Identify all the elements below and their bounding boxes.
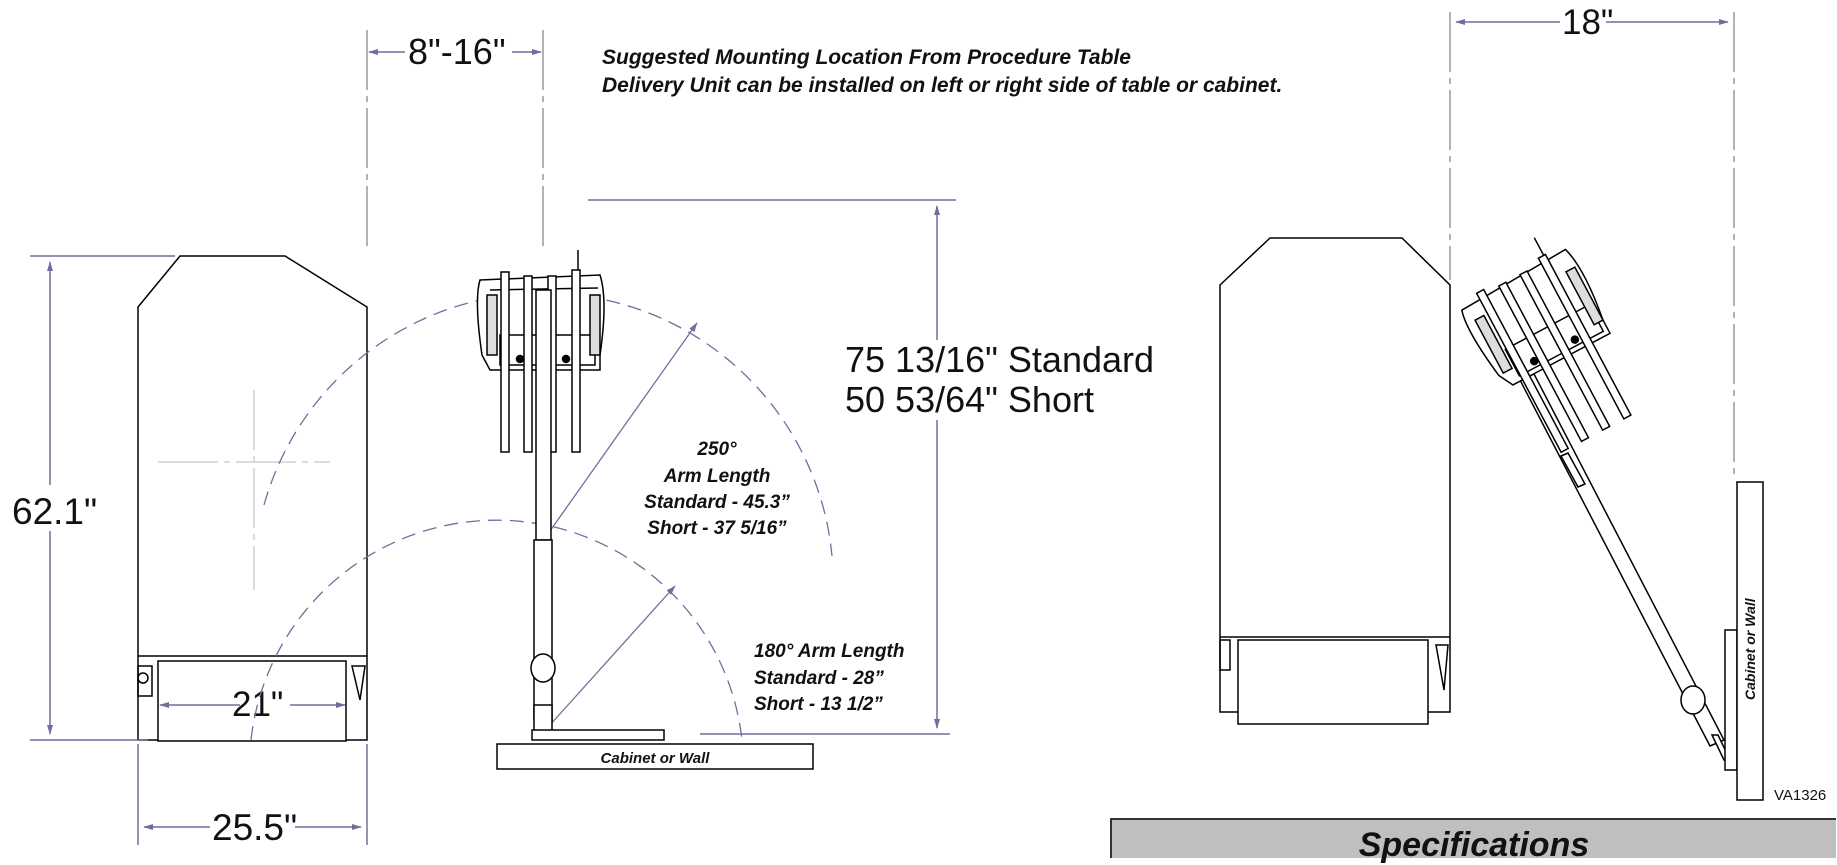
cabinet-side — [1724, 481, 1764, 801]
cabinet-bottom — [496, 743, 814, 770]
arm-180-line2: Standard - 28” — [754, 668, 884, 689]
delivery-unit-front — [476, 250, 665, 741]
arm-180-line1: 180° Arm Length — [754, 641, 904, 662]
offset-dimension — [1449, 12, 1735, 480]
offset-label: 18" — [1562, 3, 1613, 42]
mount-range-dimension — [366, 30, 544, 250]
table-height-label: 62.1" — [12, 491, 97, 532]
delivery-unit-tilted-head — [1460, 237, 1632, 454]
arm-250-line3: Standard - 45.3” — [644, 492, 790, 513]
cabinet-bottom-label: Cabinet or Wall — [601, 750, 711, 767]
delivery-unit-tilted-arm — [1518, 373, 1732, 761]
height-short-label: 50 53/64" Short — [845, 379, 1094, 420]
procedure-table-left — [137, 255, 368, 742]
arm-radius-arrows — [544, 322, 698, 726]
table-centerline — [158, 390, 330, 590]
unit-height-dimension — [588, 199, 956, 735]
table-height-label-bg — [10, 485, 104, 531]
specifications-title: Specifications — [1358, 826, 1590, 864]
arm-250-note: 250° Arm Length Standard - 45.3” Short -… — [644, 439, 790, 539]
mounting-location-title: Suggested Mounting Location From Procedu… — [602, 44, 1282, 100]
drawing-id: VA1326 — [1774, 787, 1826, 804]
cabinet-side-label: Cabinet or Wall — [1742, 597, 1758, 700]
title-line-2: Delivery Unit can be installed on left o… — [602, 74, 1283, 97]
arm-250-line4: Short - 37 5/16” — [647, 518, 787, 539]
specifications-panel: Specifications — [1110, 818, 1836, 864]
arm-180-note: 180° Arm Length Standard - 28” Short - 1… — [754, 641, 904, 715]
height-standard-label: 75 13/16" Standard — [845, 339, 1154, 380]
table-width-dimension — [137, 744, 368, 845]
mounting-diagram: 62.1" 21" 25.5" 8"-16" 75 13/16" Standar — [10, 3, 1826, 847]
mount-range-label: 8"-16" — [408, 31, 506, 72]
arm-180-line3: Short - 13 1/2” — [754, 694, 883, 715]
arm-250-line2: Arm Length — [663, 466, 771, 487]
arm-250-line1: 250° — [696, 439, 737, 460]
title-line-1: Suggested Mounting Location From Procedu… — [602, 46, 1131, 69]
procedure-table-right — [1219, 237, 1451, 725]
table-width-label: 25.5" — [212, 807, 297, 847]
table-inner-width-label: 21" — [232, 685, 283, 724]
